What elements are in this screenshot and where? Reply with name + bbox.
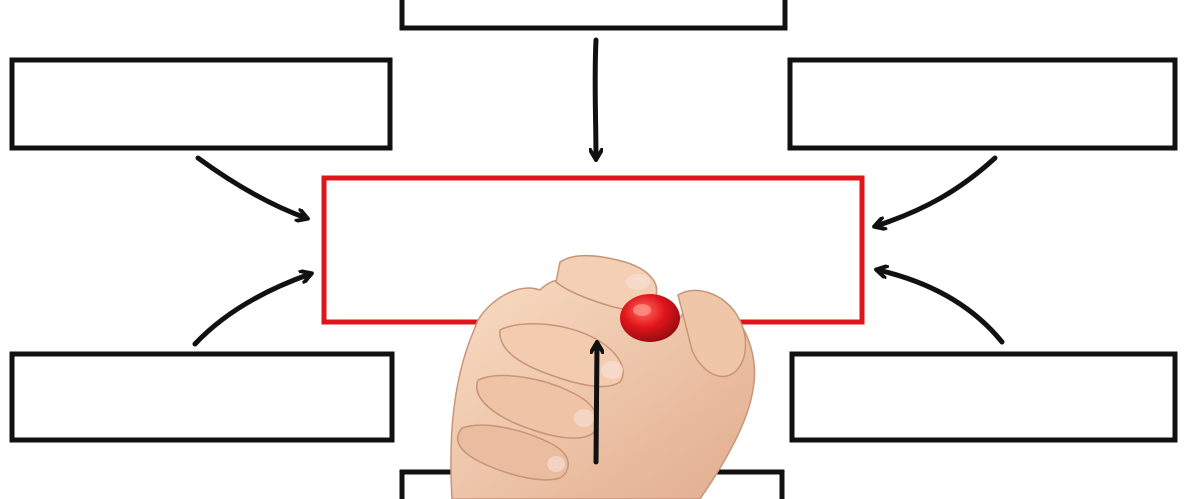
arrow-icon xyxy=(198,158,306,218)
hand-with-marker-icon xyxy=(451,256,755,499)
arrow-icon xyxy=(596,344,597,462)
box-bottom-right xyxy=(792,354,1175,440)
box-top-left xyxy=(12,60,390,148)
box-bottom-left xyxy=(12,354,392,440)
box-top-right xyxy=(790,60,1175,148)
arrow-icon xyxy=(878,270,1002,342)
arrow-icon xyxy=(195,274,310,344)
arrow-icon xyxy=(876,158,995,226)
box-top xyxy=(402,0,785,28)
arrow-icon xyxy=(595,40,596,158)
